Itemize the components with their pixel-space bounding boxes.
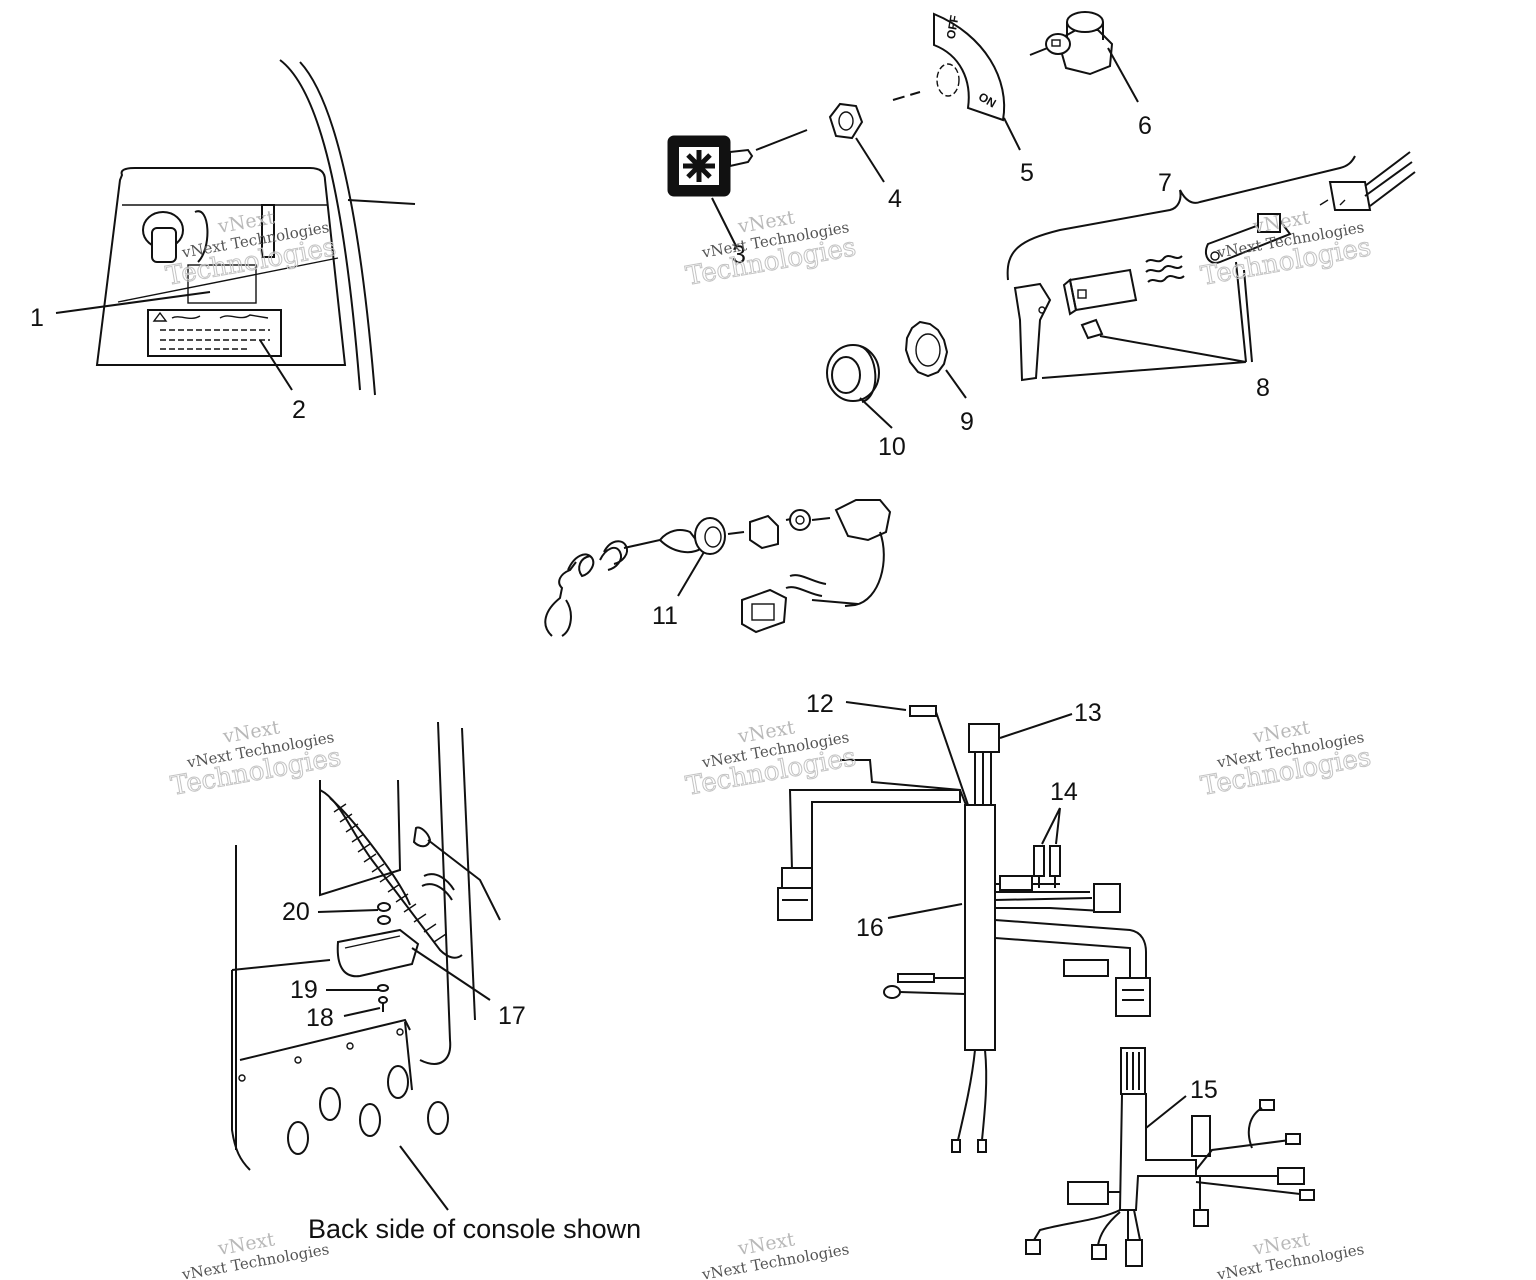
watermark-mid-right: vNext vNext Technologies Technologies <box>1198 716 1374 802</box>
callout-6: 6 <box>1138 112 1152 140</box>
callout-5: 5 <box>1020 159 1034 187</box>
watermark-mid-center: vNext vNext Technologies Technologies <box>683 716 859 802</box>
callout-18: 18 <box>306 1004 334 1032</box>
diagram-caption: Back side of console shown <box>308 1214 641 1244</box>
switch-plate: OFF ON <box>933 12 1006 122</box>
lock-washer <box>904 320 949 378</box>
callout-7: 7 <box>1158 169 1172 197</box>
watermark-mid-left: vNext vNext Technologies Technologies <box>168 716 344 802</box>
callout-4: 4 <box>888 185 902 213</box>
callout-19: 19 <box>290 976 318 1004</box>
callout-13: 13 <box>1074 699 1102 727</box>
callout-20: 20 <box>282 898 310 926</box>
wire-harness-illustration <box>777 705 1315 1267</box>
watermark-top-left: vNext vNext Technologies Technologies <box>163 206 339 292</box>
callout-12: 12 <box>806 690 834 718</box>
tether-switch-illustration <box>544 499 892 637</box>
key <box>667 135 754 197</box>
kill-switch-assembly <box>1006 151 1416 382</box>
callout-9: 9 <box>960 408 974 436</box>
leader-lines <box>55 47 1253 1211</box>
key-switch-parts: OFF ON <box>667 11 1416 403</box>
callout-11: 11 <box>652 602 678 630</box>
watermark-top-center: vNext vNext Technologies Technologies <box>683 206 859 292</box>
console-panel-illustration <box>95 59 416 396</box>
watermark-bottom-center: vNext vNext Technologies <box>700 1228 851 1280</box>
ignition-switch <box>1029 11 1114 76</box>
callout-17: 17 <box>498 1002 526 1030</box>
watermark-bottom-right: vNext vNext Technologies <box>1215 1228 1366 1280</box>
callout-2: 2 <box>292 396 306 424</box>
callout-10: 10 <box>878 433 906 461</box>
callout-16: 16 <box>856 914 884 942</box>
callout-1: 1 <box>30 304 44 332</box>
callout-14: 14 <box>1050 778 1078 806</box>
callout-8: 8 <box>1256 374 1270 402</box>
nut <box>828 102 864 140</box>
callout-3: 3 <box>732 241 746 269</box>
switch-plate-off-label: OFF <box>944 14 962 40</box>
callout-labels: 1 2 3 4 5 6 7 8 9 10 11 12 13 14 15 16 1… <box>30 112 1270 1104</box>
callout-15: 15 <box>1190 1076 1218 1104</box>
watermark-top-right: vNext vNext Technologies Technologies <box>1198 206 1374 292</box>
console-back-illustration <box>231 721 501 1171</box>
ring-nut <box>826 344 880 403</box>
